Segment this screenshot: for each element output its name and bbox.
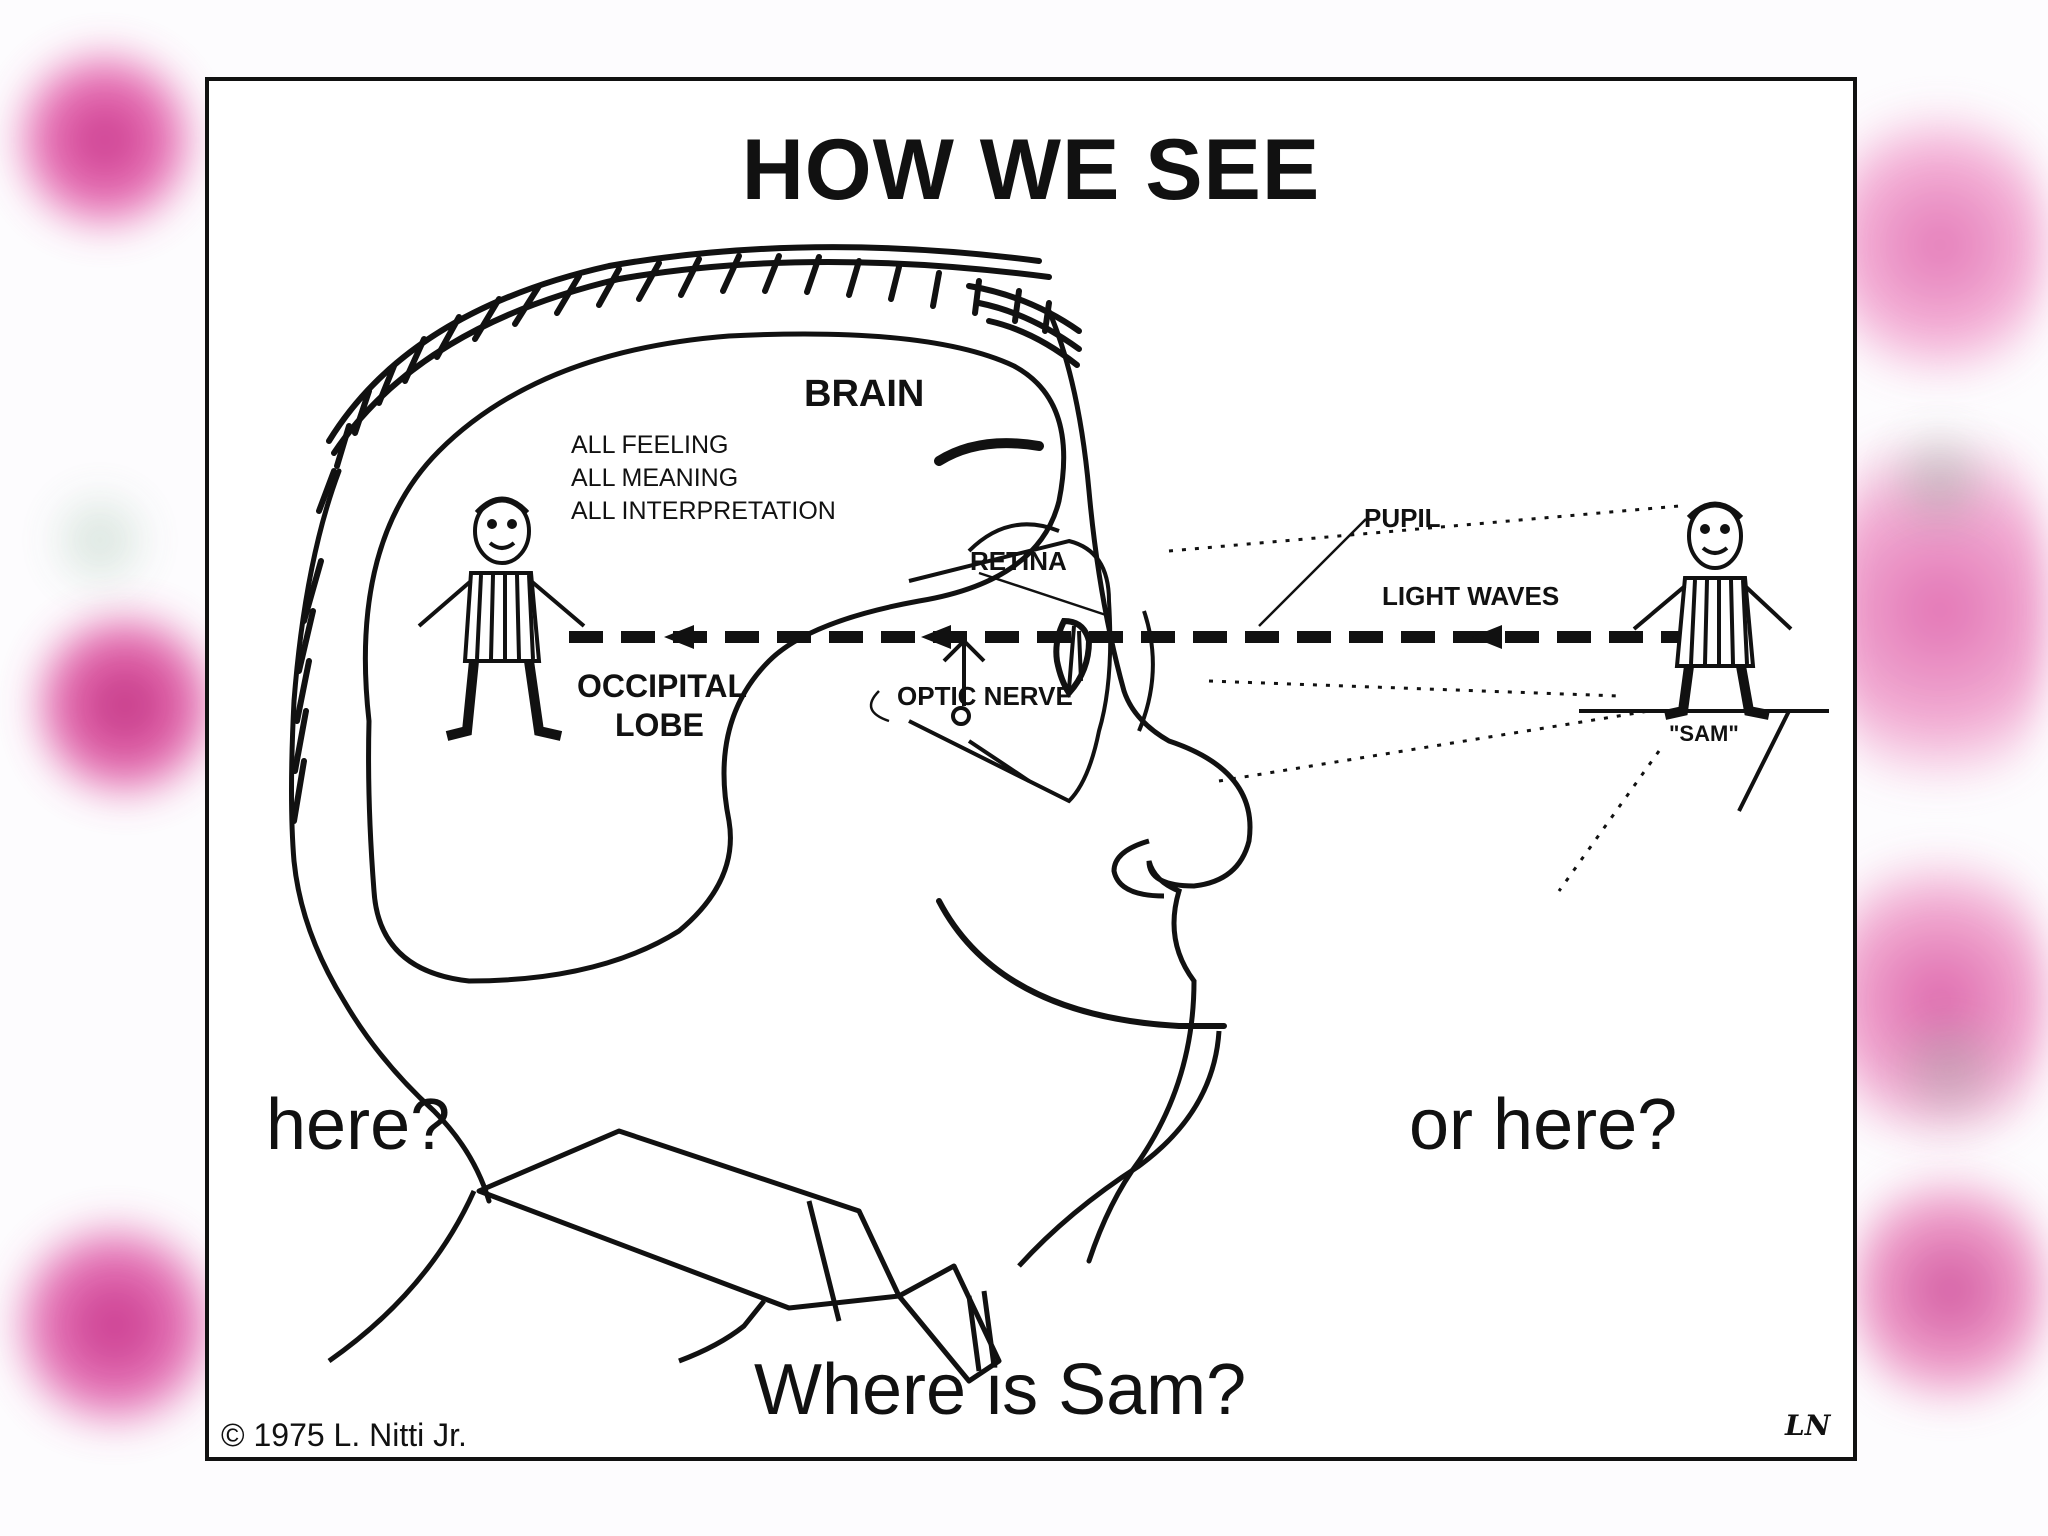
collar [327, 1128, 1002, 1384]
decorative-flower [10, 1210, 220, 1440]
brain-label: BRAIN [804, 373, 925, 415]
decorative-leaf [1890, 1000, 2010, 1140]
question-here: here? [266, 1085, 451, 1165]
pupil-label: PUPIL [1364, 503, 1441, 533]
nose [1111, 838, 1165, 899]
page-title: HOW WE SEE [741, 122, 1321, 218]
decorative-flower [1830, 380, 2048, 840]
brain-line-meaning: ALL MEANING [571, 464, 739, 492]
retina-label: RETINA [970, 546, 1067, 576]
mouth [936, 898, 1227, 1029]
light-waves-arrow [569, 625, 1679, 649]
sam-figure-outside [1632, 501, 1793, 720]
decorative-flower [1830, 80, 2048, 410]
light-waves-label: LIGHT WAVES [1382, 581, 1560, 611]
decorative-leaf [1880, 420, 2000, 540]
decorative-flower [1850, 1150, 2048, 1430]
artist-signature: LN [1785, 1409, 1831, 1442]
lobe-label: LOBE [615, 707, 704, 743]
decorative-flower [1830, 820, 2048, 1180]
eye [908, 522, 1155, 804]
occipital-label: OCCIPITAL [577, 668, 748, 704]
sam-figure-inside [417, 496, 586, 741]
label-leaders [869, 518, 1367, 723]
brain-line-feeling: ALL FEELING [571, 431, 729, 459]
head-diagram [289, 244, 1829, 1384]
question-or-here: or here? [1409, 1085, 1678, 1165]
sight-lines [1168, 504, 1680, 892]
diagram-panel: HOW WE SEE BRAIN ALL FEELING ALL MEANING… [205, 77, 1857, 1461]
copyright-text: © 1975 L. Nitti Jr. [221, 1417, 467, 1453]
optic-nerve-label: OPTIC NERVE [897, 681, 1073, 711]
ground-leg [1737, 710, 1791, 812]
sam-label: "SAM" [1669, 721, 1739, 746]
eyebrow [934, 438, 1044, 466]
brain-line-interpretation: ALL INTERPRETATION [571, 497, 836, 525]
decorative-flower [10, 40, 200, 240]
caption: Where is Sam? [754, 1350, 1247, 1430]
brain-outline [362, 331, 1067, 984]
decorative-leaf [40, 480, 160, 600]
jawline [1017, 1030, 1222, 1268]
decorative-flower [30, 600, 220, 810]
